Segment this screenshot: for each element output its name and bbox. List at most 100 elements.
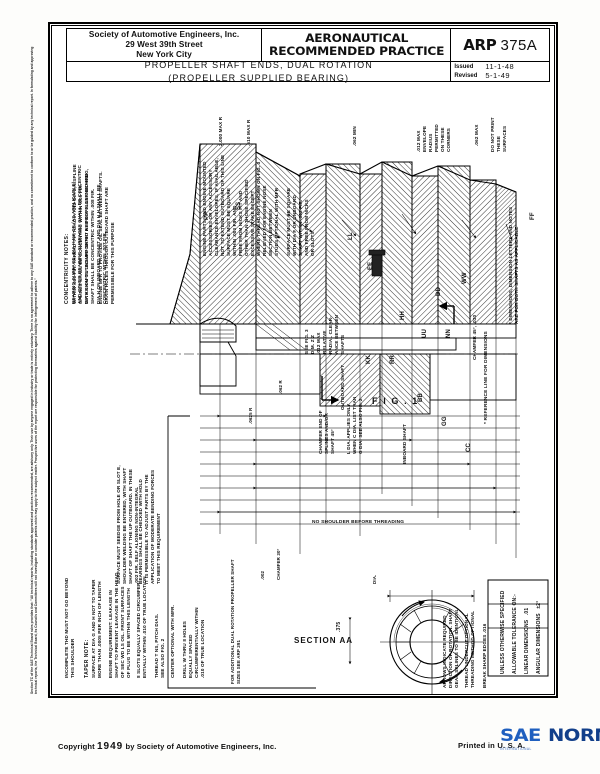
note-line: SEE ALSO FIG. 2 [159,638,165,678]
note-incomplete-thd: INCOMPLETE THD MUST NOT GO BEYOND THIS S… [64,578,76,678]
issued-row: Issued 11-1-48 [454,63,546,72]
note-line: PERMITTED [433,124,439,152]
note-reference-line: * REFERENCE LINE FOR DIMENSIONS [484,331,489,424]
section-aa-label: SECTION AA [294,636,354,645]
dim-letter-ff: FF [530,212,536,220]
callout-r-062: .062 R [278,380,283,394]
title-block: Society of Automotive Engineers, Inc. 29… [66,28,550,83]
note-section-aa: ARROWS INDICATE REQUIRED DIRECTION OF RO… [442,608,460,688]
callout-max-r-510: .510 MAX R [246,119,251,146]
note-line: CENTER OPTIONAL WITH MFR. [170,604,175,678]
note-no-shoulder: NO SHOULDER BEFORE THREADING [312,520,405,525]
sae-norm-text: NORM [548,726,600,746]
note-drill-holes: DRILL W THRU 8 HOLES EQUALLY SPACED CIRC… [182,607,206,678]
shaft-section-view [130,143,520,558]
note-line: ON THESE [439,127,445,152]
note-engine-parts: ENGINE PARTS, AND ENGINE MOUNTED ACCESSO… [202,155,226,256]
tolerance-sub: ALLOWABLE TOLERANCE ON:- [512,594,518,674]
dim-letter-hh: HH [400,311,406,320]
issued-date: 11-1-48 [485,62,515,72]
drawing-frame: CONCENTRICITY NOTES: BEARING SURFACE, DI… [48,22,558,698]
document-type-line-1: AERONAUTICAL [304,31,408,46]
note-leakage: SURFACE MUST SEEDGE FROM HOLE OR SLOT E,… [116,465,140,584]
copyright-year: 1949 [96,741,124,752]
title-block-row-top: Society of Automotive Engineers, Inc. 29… [66,28,550,62]
callout-r-0625: .0625 R [248,407,253,424]
page-footer: Copyright 1949 by Society of Automotive … [0,700,600,774]
callout-dia: DIA. [372,574,377,584]
note-line: THIS SHOULDER [69,638,75,678]
dim-letter-cc: CC [466,443,472,452]
note-thread-t: THREAD T NS, PITCH DIAS. SEE ALSO FIG. 2 [154,614,166,678]
dim-letter-gg: GG [442,416,448,426]
section-aa-view [348,590,484,694]
tolerance-angular-value: ±2° [536,600,542,609]
note-line: TO MEET THIS REQUIREMENT [155,513,161,584]
publisher-cell: Society of Automotive Engineers, Inc. 29… [67,29,263,61]
dim-letter-ee: EE [368,261,374,270]
note-line: SHAFTS [339,334,345,354]
note-surface-square-1: SURFACE MUST BE SQUARE WITHIN .003 FIR. … [226,179,250,256]
designation-cell: ARP 375A [451,29,549,61]
note-line: SHAFT 45° [329,429,335,454]
publisher-name: Society of Automotive Engineers, Inc. [88,30,240,39]
tolerance-linear-label: LINEAR DIMENSIONS [524,619,530,674]
dim-letter-ss: SS [236,201,242,210]
designation-prefix: ARP [463,36,497,54]
sae-norm-logo[interactable]: NORM [548,728,600,746]
document-type-cell: AERONAUTICAL RECOMMENDED PRACTICE [262,29,452,61]
note-line: G DIA. SEE ALSO FIG. 2 [357,398,363,454]
note-line: ANCE BETWEEN [333,314,339,354]
note-line: FOR ADDITIONAL DUAL ROTATION PROPELLER S… [230,559,235,684]
callout-chamfer-30: CHAMFER 30° [276,548,281,580]
note-concentricity-heading: CONCENTRICITY NOTES: [64,233,70,304]
document-title-line-2: (PROPELLER SUPPLIED BEARING) [168,72,350,83]
note-reference-dims: * DIMENSIONS, DIMENSION LETTERS AND NOTE… [508,207,520,324]
note-line: ARE FOR BOTH SHAFTS AS APPLICABLE [513,226,519,324]
dim-letter-kk: KK [366,355,372,364]
dim-letter-uu: UU [422,329,428,338]
publisher-address-1: 29 West 39th Street [125,40,203,49]
publisher-address-2: New York City [136,50,192,59]
tolerance-heading: UNLESS OTHERWISE SPECIFIED [500,590,506,674]
note-do-not-print: DO NOT PRINT THESE SURFACES [490,117,508,152]
sae-logo-primary[interactable]: SAE INTERNATIONAL [500,728,541,752]
note-line: .010 OF TRUE LOCATION [199,619,205,678]
notes-box-outline [167,415,316,689]
note-center-optional: CENTER OPTIONAL WITH MFR. [170,605,176,678]
note-surface-square-2: SURFACE MUST BE SQUARE WITH DIA F OR UNB… [286,188,316,256]
tolerance-angular: ANGULAR DIMENSIONS ±2° [536,601,543,674]
note-line: OTHER THAN THOSE SPECIFIED [243,179,249,256]
sae-logo-subtext: INTERNATIONAL [500,747,532,751]
note-line: GEAR SPLINES TO BE IDENTICAL [453,608,459,688]
revised-label: Revised [454,73,478,79]
note-line: THREADING METHOD OPTIONAL [469,610,475,688]
note-envelope: .012 MAX ENVELOPE RADIUS PERMITTED ON TH… [416,124,452,152]
note-thread-undercut: THREAD UNDERCUT OPTIONAL THREADING METHO… [464,611,476,688]
document-type-line-2: RECOMMENDED PRACTICE [268,44,444,58]
dim-letter-nn: NN [446,329,452,338]
issued-label: Issued [454,64,474,70]
title-block-row-bottom: PROPELLER SHAFT ENDS, DUAL ROTATION (PRO… [66,60,550,83]
note-chamfer-end: CHAMFER END OF SPLINES AND/OR SHAFT 45° [318,410,336,454]
note-line: OF PLUG TO BE WITHIN THIS LENGTH [125,588,131,678]
note-thread-applies: L DIA. APPLIES ONLY WHEN C DIA. LIST THA… [346,396,364,454]
note-concentricity-d: ENGINE MFR TO PROVIDE OIL SEAL BETWEEN S… [98,171,116,304]
drawing-svg [130,143,549,694]
revised-row: Revised 5-1-49 [454,72,546,81]
note-line: SIZES SEE ARP 391 [235,639,241,684]
note-line: SURFACE AT DIA G AND H NOT TO TAPER [90,579,96,678]
note-line: RADIAL CLEAR- [327,316,333,354]
sae-disclaimer-text: Section TC of the SAE Technical Board ru… [30,32,39,694]
callout-002: .002 [260,570,265,580]
note-line: ENTIALLY WITHIN .010 OF TRUE LOCATION [141,576,147,678]
note-taper: TAPER NOTE: SURFACE AT DIA G AND H NOT T… [84,579,103,678]
dim-letter-pp: PP [204,211,210,220]
note-line: NOT TO EXTEND OUTBOARD OF THIS LINE [219,154,225,256]
disclaimer-body: Section TC of the SAE Technical Board ru… [30,46,39,694]
note-line: STUDS OPTIONAL WITH MFR [273,187,279,256]
document-title-line-1: PROPELLER SHAFT ENDS, DUAL ROTATION [144,60,373,71]
dim-letter-ww: WW [462,272,468,284]
dim-letter-bb: BB [418,393,424,402]
